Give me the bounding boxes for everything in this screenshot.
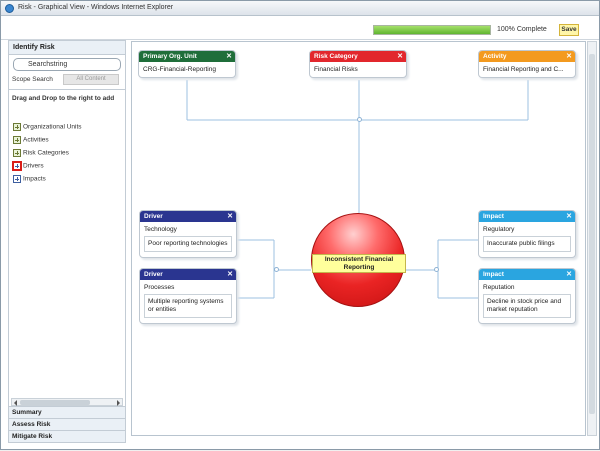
org-unit-value: CRG-Financial-Reporting	[143, 66, 216, 73]
activity-header: Activity ✕	[479, 51, 575, 62]
tree-item-risk-categories[interactable]: Risk Categories	[13, 149, 69, 157]
expand-icon[interactable]	[13, 175, 21, 183]
impact-header: Impact ✕	[479, 211, 575, 222]
scroll-thumb[interactable]	[589, 54, 595, 414]
expand-icon[interactable]	[13, 136, 21, 144]
activity-value: Financial Reporting and C...	[483, 66, 564, 73]
close-icon[interactable]: ✕	[227, 271, 233, 278]
card-header-label: Risk Category	[314, 53, 358, 60]
driver-description: Multiple reporting systems or entities	[144, 294, 232, 318]
search-input[interactable]: Searchstring	[13, 58, 121, 71]
tree-item-label: Risk Categories	[23, 149, 69, 157]
junction-node	[274, 267, 279, 272]
card-header-label: Driver	[144, 213, 163, 220]
tree-item-impacts[interactable]: Impacts	[13, 175, 46, 183]
impact-name: Regulatory	[483, 226, 515, 233]
org-unit-header: Primary Org. Unit ✕	[139, 51, 235, 62]
impact-name: Reputation	[483, 284, 515, 291]
sidebar: Identify Risk Searchstring Scope Search …	[8, 40, 126, 443]
tree-item-label: Organizational Units	[23, 123, 82, 131]
scope-search-label: Scope Search	[12, 76, 53, 83]
org-unit-card[interactable]: Primary Org. Unit ✕ CRG-Financial-Reporti…	[138, 50, 236, 78]
title-bar: Risk - Graphical View - Windows Internet…	[1, 1, 599, 16]
card-header-label: Impact	[483, 271, 504, 278]
tree-item-organizational-units[interactable]: Organizational Units	[13, 123, 82, 131]
impact-card[interactable]: Impact ✕ Reputation Decline in stock pric…	[478, 268, 576, 324]
tree-item-activities[interactable]: Activities	[13, 136, 49, 144]
impact-description: Decline in stock price and market reputa…	[483, 294, 571, 318]
close-icon[interactable]: ✕	[397, 53, 403, 60]
accordion-assess-risk[interactable]: Assess Risk	[9, 418, 125, 430]
card-header-label: Impact	[483, 213, 504, 220]
driver-name: Processes	[144, 284, 175, 291]
driver-header: Driver ✕	[140, 269, 236, 280]
close-icon[interactable]: ✕	[566, 271, 572, 278]
junction-node	[357, 117, 362, 122]
sidebar-header[interactable]: Identify Risk	[9, 41, 125, 55]
save-button[interactable]: Save	[559, 24, 579, 36]
drag-drop-hint: Drag and Drop to the right to add	[12, 95, 115, 102]
progress-fill	[374, 26, 490, 34]
ie-logo-icon	[5, 4, 14, 13]
driver-description: Poor reporting technologies	[144, 236, 232, 252]
expand-icon[interactable]	[13, 123, 21, 131]
progress-bar	[373, 25, 491, 35]
impact-header: Impact ✕	[479, 269, 575, 280]
tree-item-label: Activities	[23, 136, 49, 144]
progress-label: 100% Complete	[497, 26, 547, 33]
risk-category-header: Risk Category ✕	[310, 51, 406, 62]
scroll-left-icon[interactable]	[14, 400, 17, 406]
scope-select[interactable]: All Content	[63, 74, 119, 85]
risk-center-label[interactable]: Inconsistent Financial Reporting	[312, 254, 406, 273]
scroll-right-icon[interactable]	[117, 400, 120, 406]
expand-icon[interactable]	[13, 162, 21, 170]
driver-card[interactable]: Driver ✕ Processes Multiple reporting sys…	[139, 268, 237, 324]
impact-card[interactable]: Impact ✕ Regulatory Inaccurate public fil…	[478, 210, 576, 258]
window-title: Risk - Graphical View - Windows Internet…	[18, 4, 174, 11]
accordion-mitigate-risk[interactable]: Mitigate Risk	[9, 430, 125, 442]
driver-card[interactable]: Driver ✕ Technology Poor reporting techno…	[139, 210, 237, 258]
expand-icon[interactable]	[13, 149, 21, 157]
driver-name: Technology	[144, 226, 177, 233]
tree-item-label: Impacts	[23, 175, 46, 183]
junction-node	[434, 267, 439, 272]
tree-item-label: Drivers	[23, 162, 44, 170]
impact-description: Inaccurate public filings	[483, 236, 571, 252]
card-header-label: Activity	[483, 53, 507, 60]
close-icon[interactable]: ✕	[566, 53, 572, 60]
close-icon[interactable]: ✕	[226, 53, 232, 60]
horizontal-scrollbar[interactable]	[11, 398, 123, 406]
card-header-label: Driver	[144, 271, 163, 278]
risk-category-card[interactable]: Risk Category ✕ Financial Risks	[309, 50, 407, 78]
close-icon[interactable]: ✕	[227, 213, 233, 220]
tree-item-drivers[interactable]: Drivers	[13, 162, 44, 170]
card-header-label: Primary Org. Unit	[143, 53, 197, 60]
vertical-scrollbar[interactable]	[587, 41, 597, 436]
driver-header: Driver ✕	[140, 211, 236, 222]
accordion-summary[interactable]: Summary	[9, 406, 125, 418]
divider	[9, 89, 125, 90]
top-toolbar: 100% Complete Save	[1, 16, 599, 40]
activity-card[interactable]: Activity ✕ Financial Reporting and C...	[478, 50, 576, 78]
risk-category-value: Financial Risks	[314, 66, 358, 73]
close-icon[interactable]: ✕	[566, 213, 572, 220]
scroll-thumb[interactable]	[20, 400, 90, 405]
